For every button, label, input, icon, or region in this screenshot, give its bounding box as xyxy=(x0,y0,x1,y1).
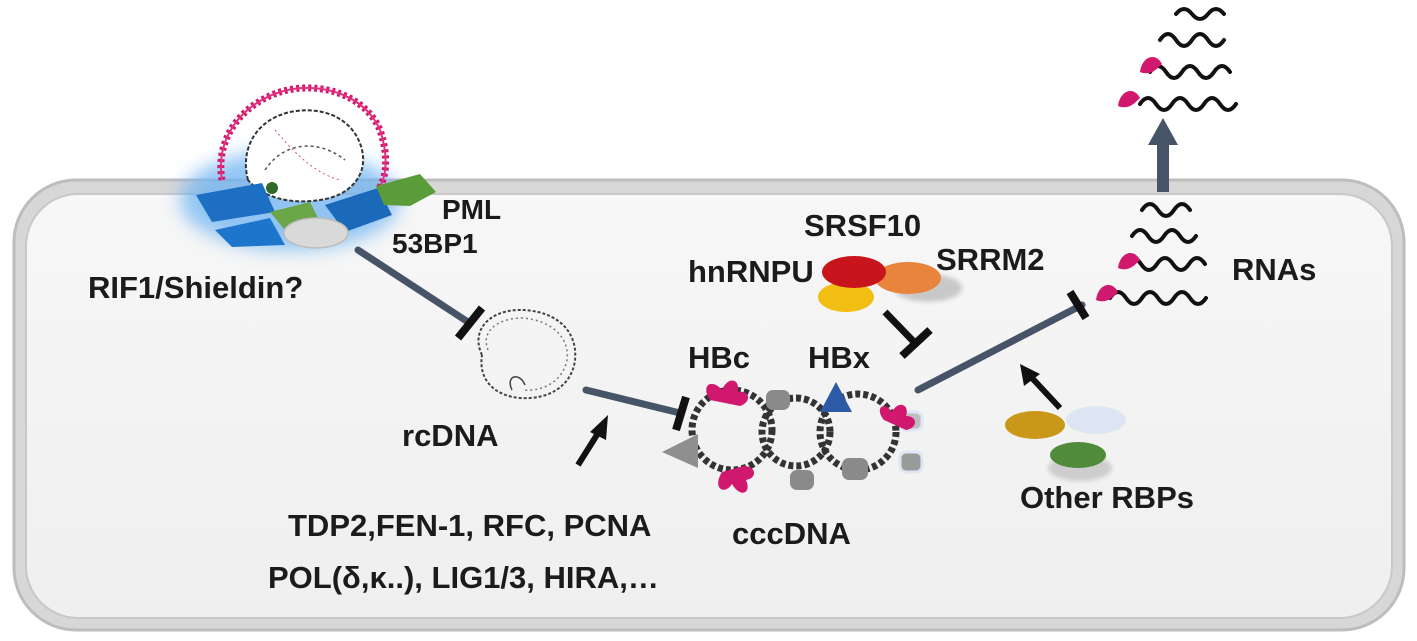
dna-repair-complex xyxy=(180,84,436,250)
cccdna-minichromosome xyxy=(662,380,924,493)
nucleosome xyxy=(790,470,814,490)
inhibit-bar-cccdna xyxy=(672,395,690,432)
nucleosome xyxy=(766,390,790,410)
hbc-protein-top xyxy=(706,380,749,406)
exported-rna-hbc xyxy=(1118,57,1162,108)
label-cccdna: cccDNA xyxy=(732,516,851,551)
label-rcdna: rcDNA xyxy=(402,418,499,453)
53bp1-wedge-right xyxy=(325,188,392,232)
pml-green-shape xyxy=(376,174,436,206)
nuclear-rnas xyxy=(1108,202,1208,306)
factors-arrow-shaft xyxy=(575,428,603,467)
grey-triangle-protein xyxy=(662,434,698,468)
export-arrow-head xyxy=(1148,118,1178,145)
hbc-protein-bottom xyxy=(718,466,755,493)
hbc-protein-right xyxy=(879,404,915,430)
rbp-green xyxy=(1050,442,1106,468)
nucleosome xyxy=(842,458,868,480)
53bp1-wedge-bottom xyxy=(215,218,285,247)
nuclear-rna-hbc xyxy=(1096,253,1140,302)
line-rcdna-to-cccdna xyxy=(582,386,684,417)
rbp-pale-blue xyxy=(1066,406,1126,434)
label-repair-factors-1: TDP2,FEN-1, RFC, PCNA xyxy=(288,508,652,543)
hnrnpu-ellipse xyxy=(818,282,874,312)
label-53bp1: 53BP1 xyxy=(392,228,478,259)
inhibit-rbp-bar xyxy=(899,327,933,359)
line-cccdna-to-rnas xyxy=(914,301,1086,394)
srrm2-ellipse xyxy=(875,262,941,294)
factors-arrow-head xyxy=(590,415,608,440)
exported-rnas xyxy=(1138,7,1238,112)
line-53bp1-to-rcdna xyxy=(354,246,472,326)
cell-inner-area xyxy=(25,193,1393,619)
label-other-rbps: Other RBPs xyxy=(1020,480,1194,515)
label-hbx: HBx xyxy=(808,340,871,375)
inhibit-rbp-line xyxy=(882,309,918,346)
inhibit-bar-rnas xyxy=(1066,289,1090,321)
label-srsf10: SRSF10 xyxy=(804,208,922,243)
hbx-triangle xyxy=(820,382,852,412)
nucleosome xyxy=(898,450,924,474)
label-rif1-shieldin: RIF1/Shieldin? xyxy=(88,270,304,305)
label-hbc: HBc xyxy=(688,340,751,375)
label-repair-factors-2: POL(δ,κ..), LIG1/3, HIRA,… xyxy=(268,560,659,595)
label-hnrnpu: hnRNPU xyxy=(688,254,814,289)
splicing-factor-cluster xyxy=(818,256,962,312)
rbps-arrow-head xyxy=(1020,364,1040,386)
rbps-arrow-shaft xyxy=(1029,375,1063,411)
label-srrm2: SRRM2 xyxy=(936,242,1045,277)
53bp1-wedge-left xyxy=(196,183,275,222)
rcdna-loop xyxy=(477,308,577,400)
label-rnas: RNAs xyxy=(1232,252,1317,287)
label-pml: PML xyxy=(442,194,502,225)
other-rbps-cluster xyxy=(1005,406,1126,481)
rbp-gold xyxy=(1005,411,1065,439)
srsf10-ellipse xyxy=(822,256,886,288)
pathway-lines xyxy=(354,118,1178,467)
rif1-grey-ellipse xyxy=(283,217,349,249)
inhibit-bar-rcdna xyxy=(454,305,486,341)
